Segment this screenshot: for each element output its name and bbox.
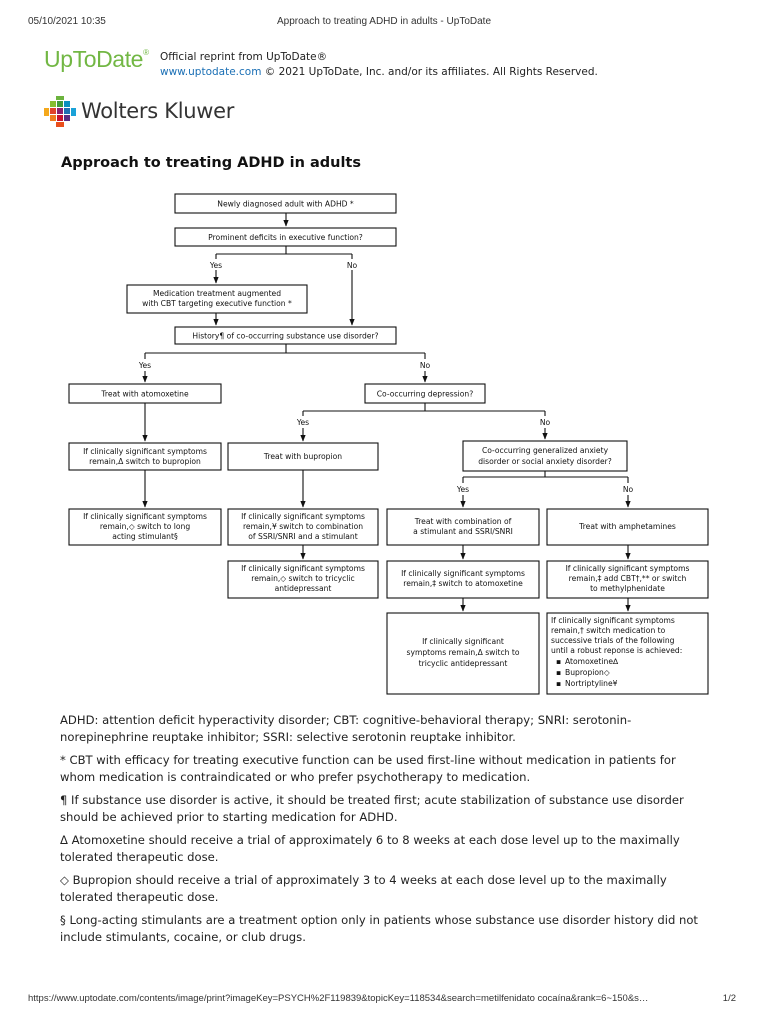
page-number: 1/2 — [722, 993, 736, 1004]
node-text: remain,‡ switch to atomoxetine — [403, 579, 523, 588]
node-atomox-switch: If clinically significant symptoms remai… — [68, 442, 222, 471]
uptodate-link[interactable]: www.uptodate.com — [160, 66, 262, 78]
document-title: Approach to treating ADHD in adults — [61, 155, 361, 171]
bullet-icon: ▪ — [556, 679, 561, 688]
registered-mark: ® — [143, 48, 149, 57]
footnote: ¶ If substance use disorder is active, i… — [60, 793, 684, 824]
node-text: If clinically significant symptoms — [83, 512, 207, 521]
node-cbt-augmented: Medication treatment augmented with CBT … — [126, 284, 308, 314]
node-tca-after-atomox: If clinically significant symptoms remai… — [386, 612, 540, 695]
list-item: Nortriptyline¥ — [565, 679, 618, 688]
node-text: remain,◇ switch to tricyclic — [251, 574, 354, 583]
node-text: Co-occurring depression? — [377, 390, 474, 399]
node-to-atomox: If clinically significant symptoms remai… — [386, 560, 540, 599]
node-text: Treat with bupropion — [263, 452, 342, 461]
label-yes: Yes — [209, 261, 222, 270]
print-footer: https://www.uptodate.com/contents/image/… — [0, 993, 768, 1007]
node-text: If clinically significant symptoms — [83, 447, 207, 456]
uptodate-logo-text: UpToDate — [44, 46, 144, 72]
node-text: antidepressant — [275, 584, 332, 593]
node-text: If clinically significant — [422, 637, 504, 646]
bullet-icon: ▪ — [556, 657, 561, 666]
node-text: remain,‡ add CBT†,** or switch — [569, 574, 687, 583]
node-sud-question: History¶ of co-occurring substance use d… — [174, 326, 397, 345]
print-date: 05/10/2021 10:35 — [28, 16, 106, 27]
print-header: 05/10/2021 10:35 Approach to treating AD… — [0, 16, 768, 30]
node-text: Treat with atomoxetine — [100, 390, 189, 399]
footnote: ◇ Bupropion should receive a trial of ap… — [60, 873, 667, 904]
copyright-line: www.uptodate.com © 2021 UpToDate, Inc. a… — [160, 65, 598, 80]
wolters-kluwer-mark-icon — [44, 96, 76, 127]
node-text: Medication treatment augmented — [153, 289, 281, 298]
node-text: with CBT targeting executive function * — [142, 299, 292, 308]
uptodate-logo[interactable]: UpToDate® — [44, 46, 149, 73]
node-atomoxetine: Treat with atomoxetine — [68, 383, 222, 404]
footnote: § Long-acting stimulants are a treatment… — [60, 913, 698, 944]
abbreviations-note: ADHD: attention deficit hyperactivity di… — [60, 713, 632, 744]
flowchart-connectors — [142, 213, 631, 612]
node-text: If clinically significant symptoms — [401, 569, 525, 578]
node-bupropion: Treat with bupropion — [227, 442, 379, 471]
footnote: Δ Atomoxetine should receive a trial of … — [60, 833, 680, 864]
node-long-acting: If clinically significant symptoms remai… — [68, 508, 222, 546]
node-text: acting stimulant§ — [112, 532, 178, 541]
node-amphetamines: Treat with amphetamines — [546, 508, 709, 546]
node-text: Prominent deficits in executive function… — [208, 233, 363, 242]
node-text: to methylphenidate — [590, 584, 665, 593]
node-text: tricyclic antidepressant — [419, 659, 508, 668]
node-text: successive trials of the following — [551, 636, 675, 645]
label-no: No — [420, 361, 431, 370]
list-item: Atomoxetine∆ — [565, 657, 619, 666]
treatment-flowchart: Newly diagnosed adult with ADHD * Promin… — [68, 193, 709, 695]
node-depression-question: Co-occurring depression? — [364, 383, 486, 404]
print-title: Approach to treating ADHD in adults - Up… — [277, 16, 491, 27]
node-text: until a robust reponse is achieved: — [551, 646, 682, 655]
node-text: remain,¥ switch to combination — [243, 522, 363, 531]
label-no: No — [347, 261, 358, 270]
node-anxiety-question: Co-occurring generalized anxiety disorde… — [462, 440, 628, 472]
reprint-notice: Official reprint from UpToDate® www.upto… — [160, 50, 598, 80]
node-newly-diagnosed: Newly diagnosed adult with ADHD * — [174, 193, 397, 214]
node-text: Newly diagnosed adult with ADHD * — [217, 200, 354, 209]
node-add-cbt: If clinically significant symptoms remai… — [546, 560, 709, 599]
label-yes: Yes — [456, 485, 469, 494]
node-text: Treat with combination of — [414, 517, 512, 526]
wolters-kluwer-name: Wolters Kluwer — [81, 99, 235, 123]
node-text: remain,† switch medication to — [551, 626, 666, 635]
node-text: History¶ of co-occurring substance use d… — [192, 332, 378, 341]
node-text: a stimulant and SSRI/SNRI — [413, 527, 513, 536]
bullet-icon: ▪ — [556, 668, 561, 677]
node-text: of SSRI/SNRI and a stimulant — [248, 532, 357, 541]
node-text: symptoms remain,Δ switch to — [407, 648, 520, 657]
node-text: disorder or social anxiety disorder? — [478, 457, 612, 466]
node-tca-after-bup: If clinically significant symptoms remai… — [227, 560, 379, 599]
reprint-line: Official reprint from UpToDate® — [160, 51, 328, 63]
label-no: No — [540, 418, 551, 427]
node-text: remain,Δ switch to bupropion — [89, 457, 201, 466]
node-text: Treat with amphetamines — [578, 522, 676, 531]
copyright-text: © 2021 UpToDate, Inc. and/or its affilia… — [261, 66, 598, 78]
node-ssri-combo: If clinically significant symptoms remai… — [227, 508, 379, 546]
node-text: If clinically significant symptoms — [551, 616, 675, 625]
list-item: Bupropion◇ — [565, 668, 610, 677]
node-text: If clinically significant symptoms — [241, 512, 365, 521]
footnote: * CBT with efficacy for treating executi… — [60, 753, 676, 784]
print-url: https://www.uptodate.com/contents/image/… — [28, 993, 649, 1004]
footnotes: ADHD: attention deficit hyperactivity di… — [60, 712, 710, 952]
label-no: No — [623, 485, 634, 494]
node-text: If clinically significant symptoms — [566, 564, 690, 573]
node-stim-snri: Treat with combination of a stimulant an… — [386, 508, 540, 546]
node-text: remain,◇ switch to long — [100, 522, 191, 531]
label-yes: Yes — [138, 361, 151, 370]
node-text: Co-occurring generalized anxiety — [482, 446, 609, 455]
node-executive-question: Prominent deficits in executive function… — [174, 227, 397, 247]
node-text: If clinically significant symptoms — [241, 564, 365, 573]
node-successive-trials: If clinically significant symptoms remai… — [546, 612, 709, 695]
label-yes: Yes — [296, 418, 309, 427]
